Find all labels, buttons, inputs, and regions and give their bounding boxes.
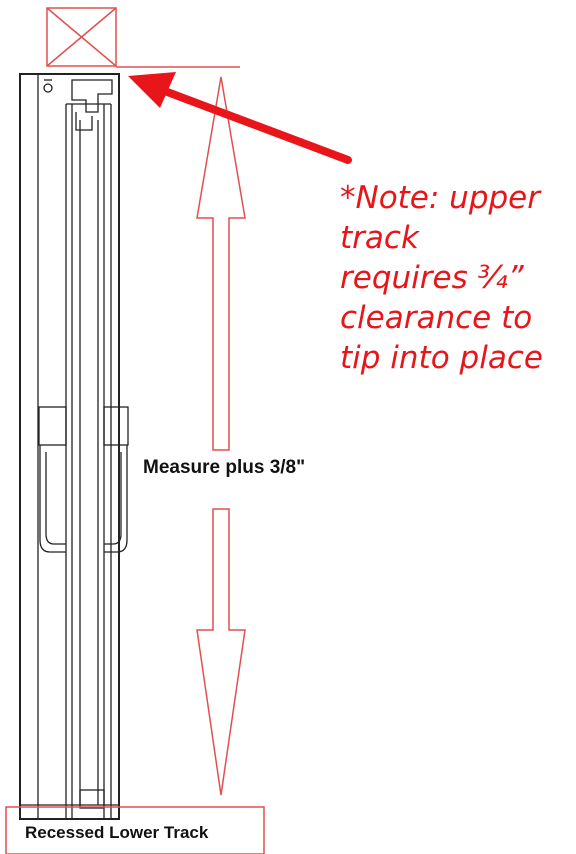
red-arrow-icon xyxy=(128,72,352,164)
note-line: track xyxy=(340,220,419,256)
measure-label: Measure plus 3/8" xyxy=(143,457,306,478)
note-line: *Note: upper xyxy=(340,180,541,216)
dimension-arrow-down xyxy=(196,508,246,796)
note-line: requires ¾” xyxy=(340,260,524,296)
lower-track-box xyxy=(5,806,265,854)
crossed-box-icon xyxy=(46,7,117,67)
note-line: clearance to xyxy=(340,300,533,336)
lower-track-label: Recessed Lower Track xyxy=(25,823,209,842)
dimension-arrow-up xyxy=(196,76,246,451)
note-line: tip into place xyxy=(340,340,543,376)
clearance-note: *Note: upper track requires ¾” clearance… xyxy=(340,178,576,378)
door-frame-section xyxy=(19,73,129,820)
